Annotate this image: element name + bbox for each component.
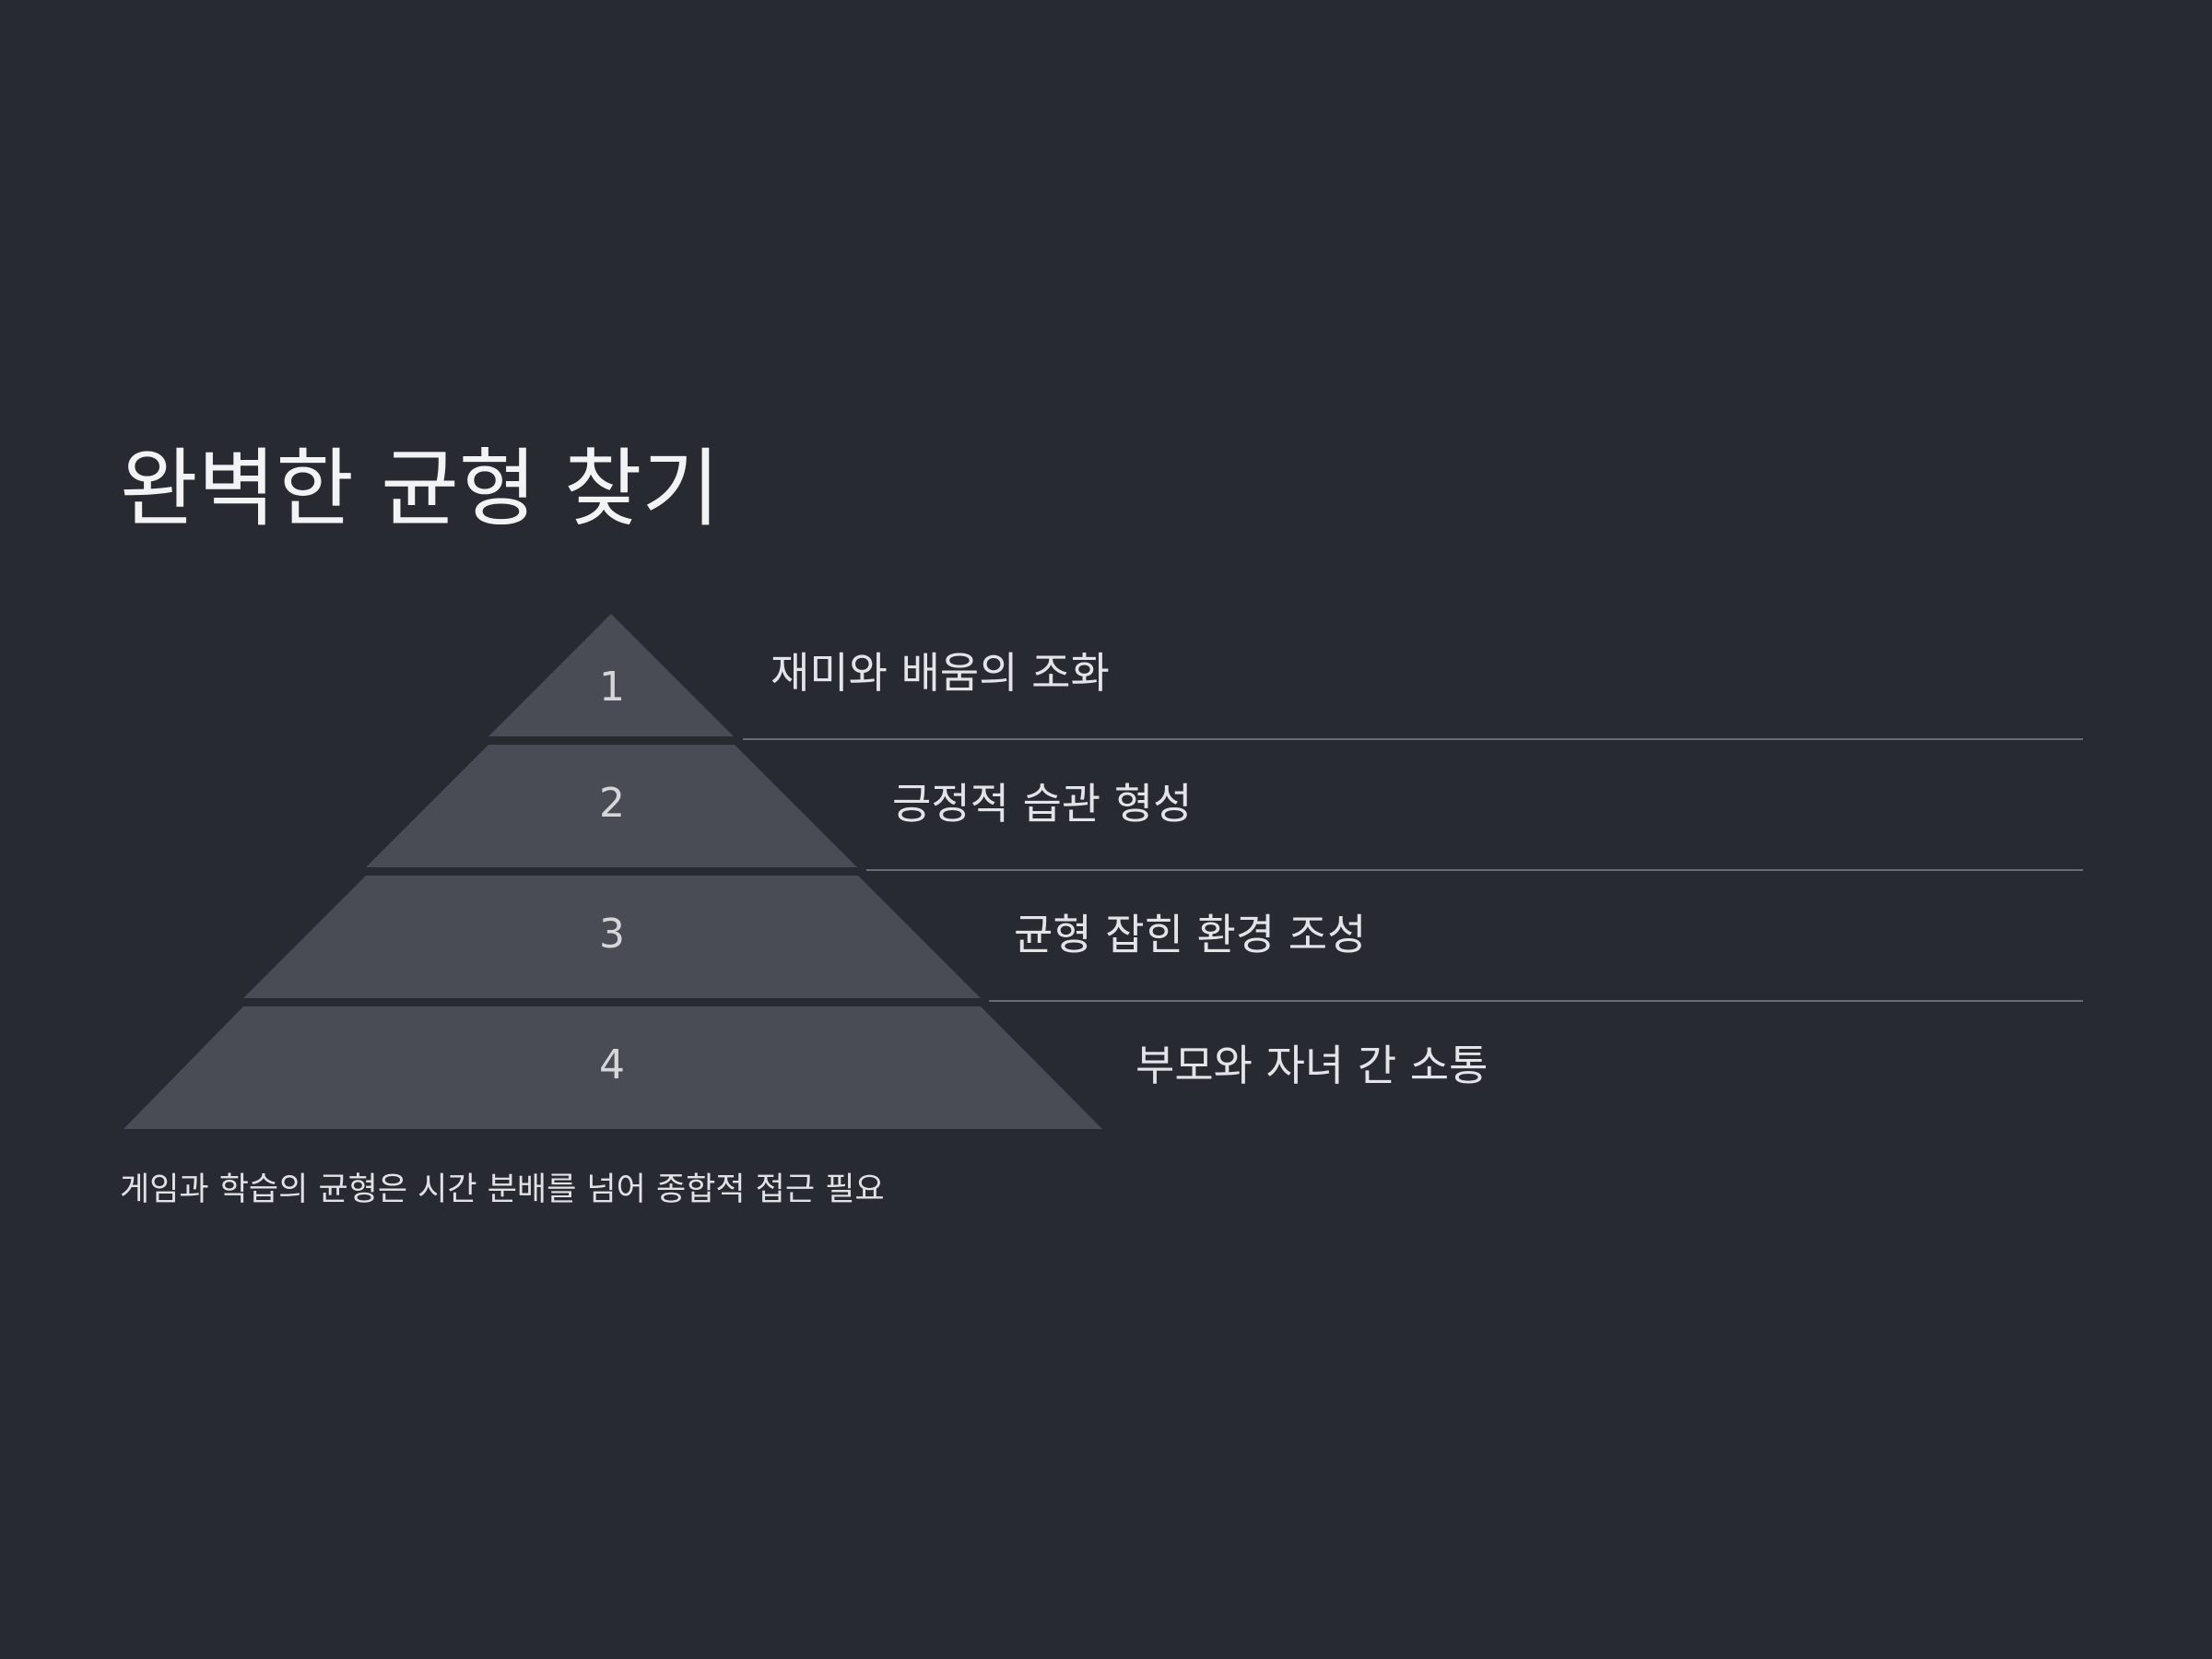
tier-label-3: 균형 잡힌 환경 조성: [1014, 910, 1367, 959]
tier-label-1: 재미와 배움의 조화: [771, 648, 1110, 698]
pyramid-tier-1: [488, 614, 734, 736]
pyramid-tier-2: [366, 745, 857, 867]
pyramid-tier-3-number: 3: [599, 911, 625, 958]
pyramid-tier-4: [124, 1006, 1102, 1129]
footnote: 게임과 학습의 균형은 시간 분배를 넘어 종합적 접근 필요: [120, 1171, 885, 1208]
pyramid-tier-2-number: 2: [599, 780, 625, 827]
pyramid-tier-4-number: 4: [599, 1041, 625, 1088]
pyramid-tier-1-number: 1: [599, 664, 625, 711]
tier-label-4: 부모와 자녀 간 소통: [1135, 1041, 1488, 1090]
pyramid-tier-3: [243, 876, 981, 998]
tier-label-2: 긍정적 습관 형성: [892, 779, 1193, 829]
page-title: 완벽한 균형 찾기: [120, 440, 720, 538]
